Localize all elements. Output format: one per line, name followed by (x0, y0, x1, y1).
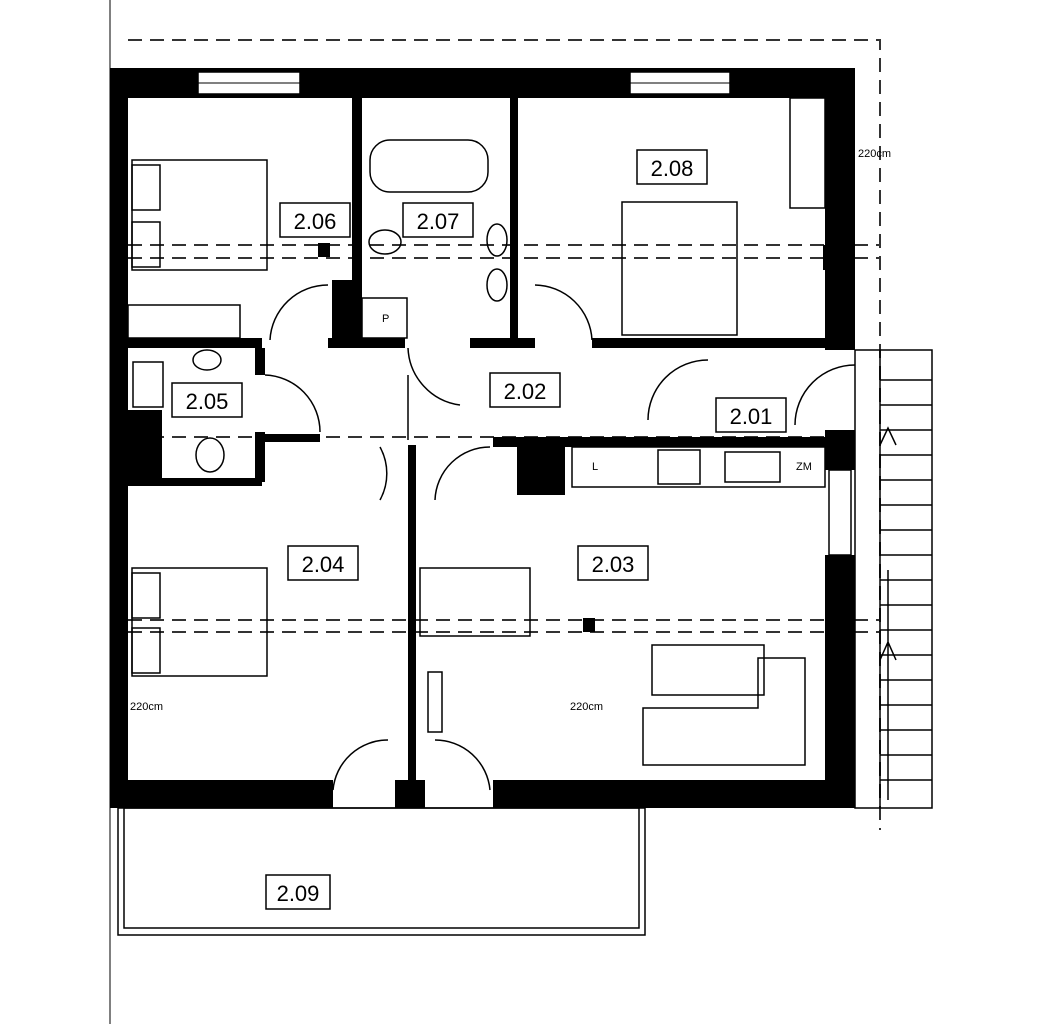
staircase (854, 349, 933, 809)
svg-text:2.06: 2.06 (294, 209, 337, 234)
room-label-2.06: 2.06 (279, 202, 351, 238)
walls (110, 68, 855, 808)
room-label-2.07: 2.07 (402, 202, 474, 238)
room-label-2.03: 2.03 (577, 545, 649, 581)
label-p: P (382, 313, 389, 325)
ceiling-height-center: 220cm (570, 701, 603, 713)
room-label-2.01: 2.01 (715, 397, 787, 433)
room-label-2.04: 2.04 (287, 545, 359, 581)
furniture (127, 97, 826, 766)
svg-text:2.05: 2.05 (186, 389, 229, 414)
svg-text:2.08: 2.08 (651, 156, 694, 181)
room-label-2.02: 2.02 (489, 372, 561, 408)
ceiling-height-right: 220cm (858, 148, 891, 160)
doors (264, 284, 856, 791)
windows (197, 71, 852, 556)
room-label-2.09: 2.09 (265, 874, 331, 910)
roof-slope-lines (128, 244, 880, 633)
svg-text:2.02: 2.02 (504, 379, 547, 404)
balcony (117, 807, 646, 936)
ceiling-height-left: 220cm (130, 701, 163, 713)
svg-text:2.09: 2.09 (277, 881, 320, 906)
svg-text:2.04: 2.04 (302, 552, 345, 577)
room-label-2.05: 2.05 (171, 382, 243, 418)
svg-text:2.03: 2.03 (592, 552, 635, 577)
room-label-2.08: 2.08 (636, 149, 708, 185)
label-zm: ZM (796, 461, 812, 473)
label-l: L (592, 461, 598, 473)
roof-outline (128, 39, 881, 830)
svg-text:2.01: 2.01 (730, 404, 773, 429)
svg-text:2.07: 2.07 (417, 209, 460, 234)
